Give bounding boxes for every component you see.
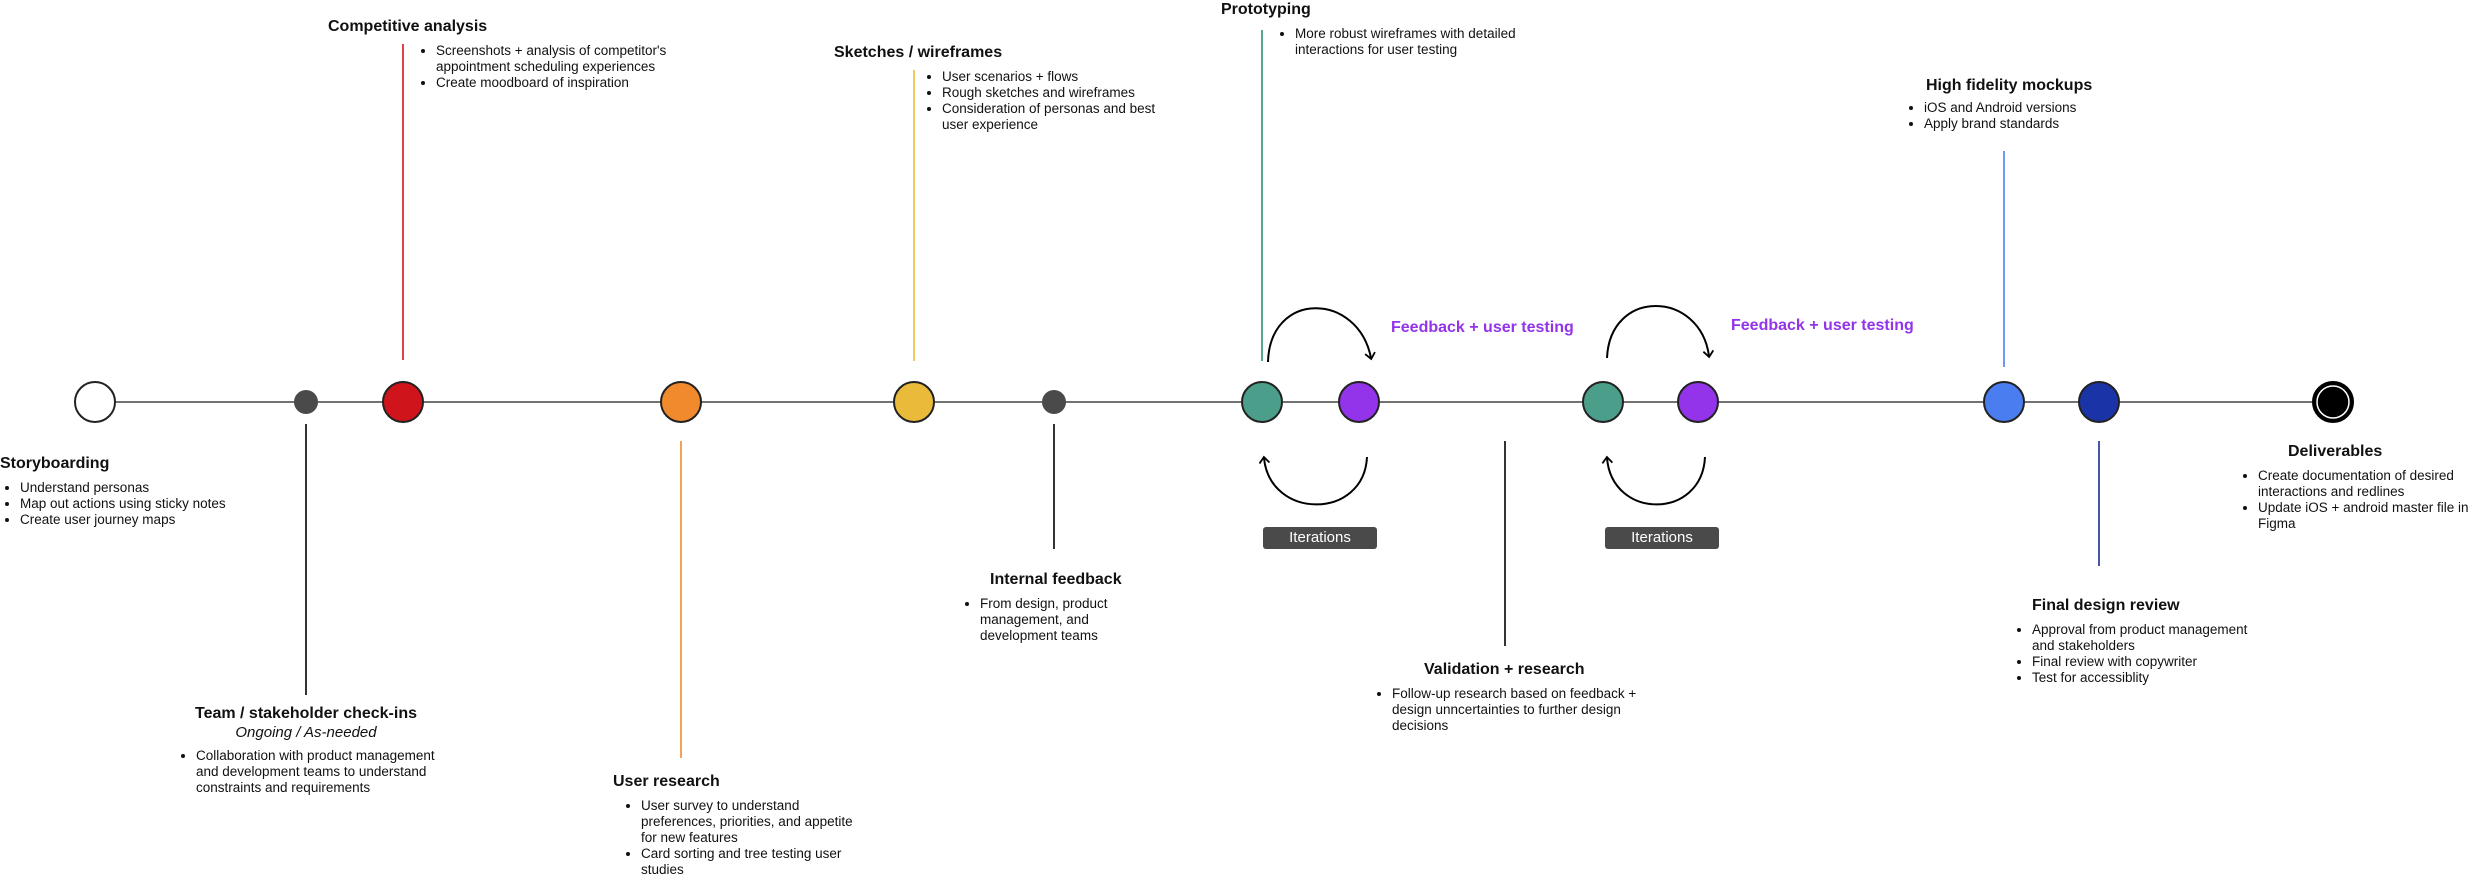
milestone-item: Final review with copywriter bbox=[2032, 654, 2272, 670]
node-final-review bbox=[2078, 381, 2120, 423]
milestone-item: Consideration of personas and best user … bbox=[942, 101, 1182, 133]
milestone-hifi-mockups: High fidelity mockups iOS and Android ve… bbox=[1904, 76, 2124, 132]
iterations-badge-2: Iterations bbox=[1605, 527, 1719, 549]
node-checkins bbox=[294, 390, 318, 414]
milestone-item: Understand personas bbox=[20, 480, 260, 496]
milestone-prototyping: Prototyping More robust wireframes with … bbox=[1221, 0, 1541, 58]
milestone-user-research: User research User survey to understand … bbox=[613, 772, 873, 878]
milestone-item: Create documentation of desired interact… bbox=[2258, 468, 2470, 500]
node-storyboarding bbox=[74, 381, 116, 423]
milestone-item: Update iOS + android master file in Figm… bbox=[2258, 500, 2470, 532]
milestone-deliverables: Deliverables Create documentation of des… bbox=[2238, 442, 2470, 532]
node-sketches bbox=[893, 381, 935, 423]
node-deliverables bbox=[2312, 381, 2354, 423]
milestone-title: High fidelity mockups bbox=[1926, 77, 2093, 94]
loop-arrow-top-1 bbox=[1267, 307, 1376, 363]
milestone-item: Follow-up research based on feedback + d… bbox=[1392, 686, 1662, 734]
milestone-item: Card sorting and tree testing user studi… bbox=[641, 846, 871, 878]
milestone-item: User scenarios + flows bbox=[942, 69, 1182, 85]
node-user-research bbox=[660, 381, 702, 423]
milestone-items: User scenarios + flows Rough sketches an… bbox=[922, 69, 1182, 133]
milestone-title: Storyboarding bbox=[0, 455, 110, 472]
node-prototyping bbox=[1241, 381, 1283, 423]
milestone-item: Screenshots + analysis of competitor's a… bbox=[436, 43, 696, 75]
node-feedback-1 bbox=[1338, 381, 1380, 423]
node-competitive-analysis bbox=[382, 381, 424, 423]
milestone-final-design-review: Final design review Approval from produc… bbox=[2012, 596, 2272, 686]
milestone-items: Collaboration with product management an… bbox=[176, 748, 436, 796]
milestone-item: Map out actions using sticky notes bbox=[20, 496, 260, 512]
milestone-item: More robust wireframes with detailed int… bbox=[1295, 26, 1535, 58]
milestone-title: Validation + research bbox=[1424, 661, 1585, 678]
loop-arrow-bottom-1 bbox=[1258, 455, 1368, 506]
milestone-item: Collaboration with product management an… bbox=[196, 748, 436, 796]
milestone-validation-research: Validation + research Follow-up research… bbox=[1372, 660, 1652, 734]
milestone-items: Approval from product management and sta… bbox=[2012, 622, 2272, 686]
milestone-title: Prototyping bbox=[1221, 1, 1311, 18]
milestone-title: Deliverables bbox=[2288, 443, 2383, 460]
milestone-items: User survey to understand preferences, p… bbox=[621, 798, 871, 878]
milestone-item: Rough sketches and wireframes bbox=[942, 85, 1182, 101]
loop-arrow-top-2 bbox=[1606, 305, 1715, 359]
node-hifi-mockups bbox=[1983, 381, 2025, 423]
milestone-items: Create documentation of desired interact… bbox=[2238, 468, 2470, 532]
milestone-item: From design, product management, and dev… bbox=[980, 596, 1130, 644]
milestone-items: Screenshots + analysis of competitor's a… bbox=[416, 43, 696, 91]
milestone-storyboarding: Storyboarding Understand personas Map ou… bbox=[0, 454, 260, 528]
milestone-items: Understand personas Map out actions usin… bbox=[0, 480, 260, 528]
milestone-title: Final design review bbox=[2032, 597, 2180, 614]
feedback-label-2: Feedback + user testing bbox=[1731, 317, 1914, 334]
milestone-title: User research bbox=[613, 773, 720, 790]
milestone-title: Competitive analysis bbox=[328, 18, 488, 35]
milestone-item: Test for accessiblity bbox=[2032, 670, 2272, 686]
milestone-item: User survey to understand preferences, p… bbox=[641, 798, 871, 846]
milestone-title: Internal feedback bbox=[990, 571, 1122, 588]
milestone-item: Create moodboard of inspiration bbox=[436, 75, 696, 91]
node-internal-feedback bbox=[1042, 390, 1066, 414]
milestone-item: Create user journey maps bbox=[20, 512, 260, 528]
node-prototyping-2 bbox=[1582, 381, 1624, 423]
node-deliverables-ring bbox=[2316, 385, 2350, 419]
milestone-items: More robust wireframes with detailed int… bbox=[1275, 26, 1535, 58]
milestone-title: Team / stakeholder check-ins bbox=[194, 705, 417, 722]
milestone-items: iOS and Android versions Apply brand sta… bbox=[1904, 100, 2124, 132]
milestone-internal-feedback: Internal feedback From design, product m… bbox=[960, 570, 1160, 644]
milestone-items: Follow-up research based on feedback + d… bbox=[1372, 686, 1662, 734]
milestone-title: Sketches / wireframes bbox=[834, 44, 1003, 61]
loop-arrow-bottom-2 bbox=[1601, 455, 1706, 506]
milestone-subtitle: Ongoing / As-needed bbox=[235, 724, 377, 741]
milestone-team-checkins: Team / stakeholder check-ins Ongoing / A… bbox=[176, 704, 436, 796]
milestone-items: From design, product management, and dev… bbox=[960, 596, 1130, 644]
feedback-label-1: Feedback + user testing bbox=[1391, 319, 1574, 336]
node-feedback-2 bbox=[1677, 381, 1719, 423]
milestone-item: Apply brand standards bbox=[1924, 116, 2124, 132]
milestone-item: Approval from product management and sta… bbox=[2032, 622, 2272, 654]
iterations-badge-1: Iterations bbox=[1263, 527, 1377, 549]
milestone-item: iOS and Android versions bbox=[1924, 100, 2124, 116]
milestone-sketches-wireframes: Sketches / wireframes User scenarios + f… bbox=[834, 43, 1194, 133]
milestone-competitive-analysis: Competitive analysis Screenshots + analy… bbox=[328, 17, 748, 91]
